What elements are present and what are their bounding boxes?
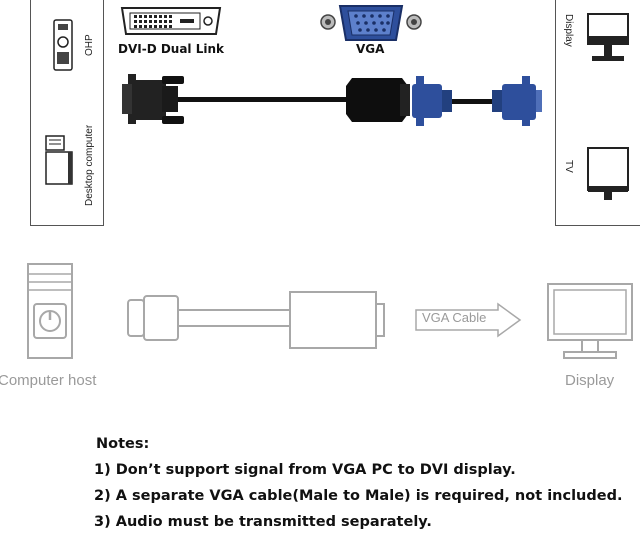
computer-host-label: Computer host [0,372,97,389]
computer-host-icon [27,263,73,359]
display-monitor-icon [547,283,633,359]
note-item: 2) A separate VGA cable(Male to Male) is… [94,488,623,504]
note-item: 3) Audio must be transmitted separately. [94,514,432,530]
projector-icon [53,19,73,71]
vga-label: VGA [356,42,385,56]
display-icon [587,13,629,61]
desktop-label: Desktop computer [84,124,95,206]
dvi-port-icon [120,7,222,35]
dvi-label: DVI-D Dual Link [118,42,225,56]
vga-cable-arrow-icon [415,302,522,338]
display-label-top: Display [563,14,574,47]
vga-port-icon [320,5,422,41]
target-devices-box [555,0,640,226]
display-label-bottom: Display [565,372,615,389]
note-item: 1) Don’t support signal from VGA PC to D… [94,462,516,478]
tv-icon [587,147,629,200]
adapter-product-photo [122,74,542,126]
tv-label: TV [563,160,574,173]
ohp-label: OHP [84,34,95,56]
adapter-line-art [127,291,385,349]
vga-cable-label: VGA Cable [422,310,487,325]
notes-heading: Notes: [96,436,150,452]
desktop-computer-icon [45,135,73,185]
source-devices-box [30,0,104,226]
